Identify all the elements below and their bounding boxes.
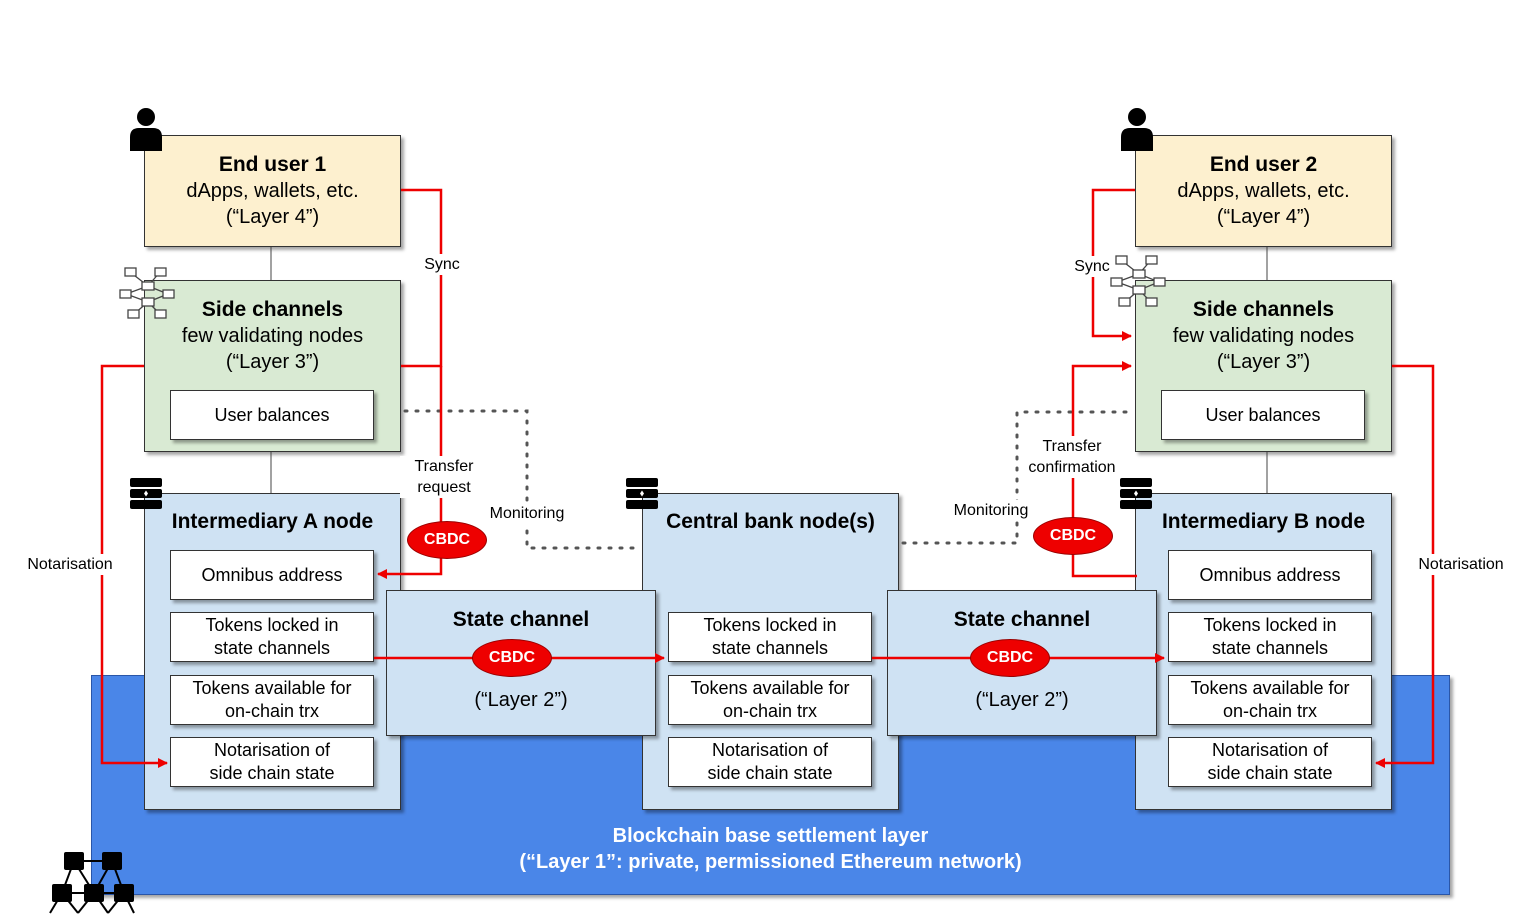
end-user-1-title: End user 1 bbox=[218, 153, 327, 176]
side-channels-1-desc: few validating nodes bbox=[181, 325, 364, 347]
network-mesh-icon bbox=[119, 267, 175, 319]
intermediary-a-available: Tokens available for on-chain trx bbox=[170, 675, 374, 725]
user-balances-1: User balances bbox=[170, 390, 374, 440]
intermediary-b-available-l1: Tokens available for bbox=[1190, 678, 1350, 698]
side-channels-2-desc: few validating nodes bbox=[1172, 325, 1355, 347]
intermediary-a-locked-l2: state channels bbox=[213, 638, 331, 658]
intermediary-b-notarisation: Notarisation of side chain state bbox=[1168, 737, 1372, 787]
intermediary-a-omnibus-label: Omnibus address bbox=[201, 564, 343, 585]
monitoring-right-label: Monitoring bbox=[942, 500, 1040, 521]
intermediary-a-locked-l1: Tokens locked in bbox=[205, 615, 339, 635]
central-bank-notar-l2: side chain state bbox=[707, 763, 833, 783]
intermediary-b-available: Tokens available for on-chain trx bbox=[1168, 675, 1372, 725]
cbdc-token-transfer-confirmation: CBDC bbox=[1033, 517, 1113, 555]
user-balances-2-label: User balances bbox=[1205, 404, 1321, 425]
central-bank-locked: Tokens locked in state channels bbox=[668, 612, 872, 662]
sync-right-arrow bbox=[1091, 318, 1132, 341]
intermediary-b-locked-l2: state channels bbox=[1211, 638, 1329, 658]
central-bank-title: Central bank node(s) bbox=[666, 510, 875, 533]
central-bank-available-l1: Tokens available for bbox=[690, 678, 850, 698]
intermediary-b-notar-l2: side chain state bbox=[1207, 763, 1333, 783]
sync-right-label: Sync bbox=[1066, 256, 1118, 277]
intermediary-a-title: Intermediary A node bbox=[171, 510, 374, 533]
notarisation-right-label: Notarisation bbox=[1402, 554, 1520, 575]
monitoring-right-line bbox=[901, 410, 1137, 545]
server-node-icon bbox=[1120, 478, 1152, 509]
central-bank-notarisation: Notarisation of side chain state bbox=[668, 737, 872, 787]
notarisation-left-label: Notarisation bbox=[10, 554, 130, 575]
transfer-request-label: Transfer request bbox=[400, 456, 488, 498]
transfer-request-arrow bbox=[377, 366, 443, 579]
side-channels-1-layer: (“Layer 3”) bbox=[225, 351, 320, 373]
central-bank-available: Tokens available for on-chain trx bbox=[668, 675, 872, 725]
intermediary-b-notar-l1: Notarisation of bbox=[1211, 740, 1329, 760]
transfer-request-l1: Transfer bbox=[414, 458, 474, 475]
network-mesh-icon bbox=[1110, 255, 1166, 307]
base-layer-title: Blockchain base settlement layer bbox=[612, 825, 929, 847]
central-bank-notar-l1: Notarisation of bbox=[711, 740, 829, 760]
transfer-confirmation-l2: confirmation bbox=[1028, 459, 1116, 476]
state-channel-left-title: State channel bbox=[452, 608, 590, 631]
end-user-1-desc: dApps, wallets, etc. bbox=[186, 180, 359, 202]
monitoring-left-label: Monitoring bbox=[478, 503, 576, 524]
central-bank-available-l2: on-chain trx bbox=[722, 701, 818, 721]
side-channels-1-title: Side channels bbox=[201, 298, 344, 321]
intermediary-b-omnibus: Omnibus address bbox=[1168, 550, 1372, 600]
intermediary-a-notar-l1: Notarisation of bbox=[213, 740, 331, 760]
transfer-confirmation-label: Transfer confirmation bbox=[1020, 436, 1124, 478]
intermediary-b-locked-l1: Tokens locked in bbox=[1203, 615, 1337, 635]
side-channels-2-layer: (“Layer 3”) bbox=[1216, 351, 1311, 373]
server-node-icon bbox=[626, 478, 658, 509]
intermediary-a-notar-l2: side chain state bbox=[209, 763, 335, 783]
base-layer-subtitle: (“Layer 1”: private, permissioned Ethere… bbox=[519, 851, 1022, 873]
person-icon bbox=[1121, 108, 1153, 151]
cluster-network-icon bbox=[49, 852, 135, 914]
state-channel-left-layer: (“Layer 2”) bbox=[474, 689, 568, 711]
intermediary-a-available-l1: Tokens available for bbox=[192, 678, 352, 698]
central-bank-locked-l1: Tokens locked in bbox=[703, 615, 837, 635]
intermediary-b-locked: Tokens locked in state channels bbox=[1168, 612, 1372, 662]
intermediary-b-omnibus-label: Omnibus address bbox=[1199, 564, 1341, 585]
intermediary-a-locked: Tokens locked in state channels bbox=[170, 612, 374, 662]
transfer-confirmation-l1: Transfer bbox=[1042, 438, 1102, 455]
end-user-2-title: End user 2 bbox=[1209, 153, 1318, 176]
end-user-2-layer: (“Layer 4”) bbox=[1216, 206, 1311, 228]
intermediary-a-available-l2: on-chain trx bbox=[224, 701, 320, 721]
central-bank-locked-l2: state channels bbox=[711, 638, 829, 658]
intermediary-a-notarisation: Notarisation of side chain state bbox=[170, 737, 374, 787]
sync-left-arrow bbox=[401, 188, 443, 368]
person-icon bbox=[130, 108, 162, 151]
end-user-1-box: End user 1 dApps, wallets, etc. (“Layer … bbox=[144, 135, 401, 247]
intermediary-b-available-l2: on-chain trx bbox=[1222, 701, 1318, 721]
end-user-2-desc: dApps, wallets, etc. bbox=[1177, 180, 1350, 202]
user-balances-1-label: User balances bbox=[214, 404, 330, 425]
cbdc-token-transfer-request: CBDC bbox=[407, 521, 487, 559]
transfer-request-l2: request bbox=[417, 479, 471, 496]
end-user-1-layer: (“Layer 4”) bbox=[225, 206, 320, 228]
intermediary-a-omnibus: Omnibus address bbox=[170, 550, 374, 600]
cbdc-token-state-right: CBDC bbox=[970, 639, 1050, 677]
user-balances-2: User balances bbox=[1161, 390, 1365, 440]
state-channel-right-layer: (“Layer 2”) bbox=[975, 689, 1069, 711]
end-user-2-box: End user 2 dApps, wallets, etc. (“Layer … bbox=[1135, 135, 1392, 247]
sync-left-label: Sync bbox=[414, 254, 470, 275]
monitoring-left-line bbox=[403, 409, 642, 550]
side-channels-2-title: Side channels bbox=[1192, 298, 1335, 321]
cbdc-token-state-left: CBDC bbox=[472, 639, 552, 677]
state-channel-right-title: State channel bbox=[953, 608, 1091, 631]
server-node-icon bbox=[130, 478, 162, 509]
intermediary-b-title: Intermediary B node bbox=[1161, 510, 1366, 533]
